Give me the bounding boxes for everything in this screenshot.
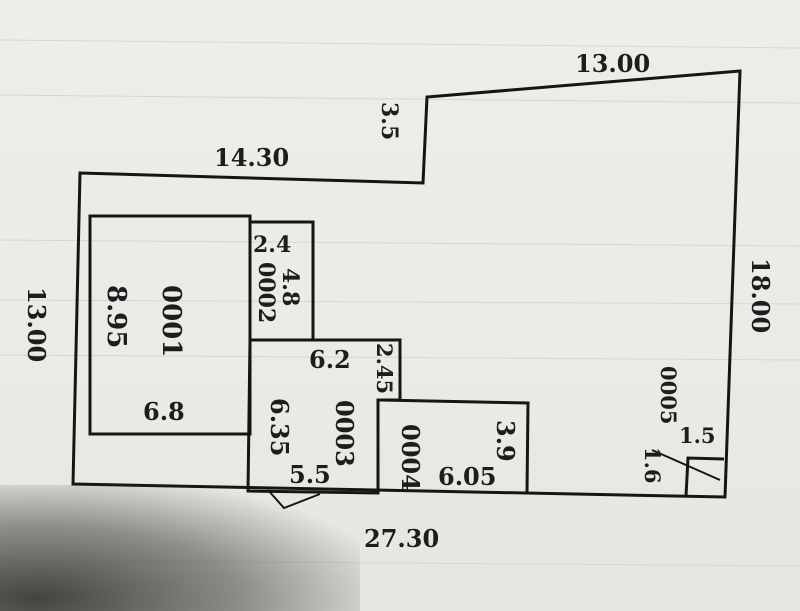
dim-top-left: 14.30: [214, 143, 289, 172]
room-0001-width: 6.8: [143, 397, 185, 426]
room-0001-area: 8.95: [101, 285, 131, 348]
room-0001-id: 0001: [156, 285, 186, 357]
outer-boundary: [71, 69, 742, 499]
room-0004-area: 6.05: [438, 462, 496, 491]
room-0002-area: 4.8: [277, 268, 303, 306]
dim-top-right: 13.00: [575, 49, 650, 78]
room-0002-id: 0002: [253, 262, 279, 323]
dim-right: 18.00: [746, 258, 775, 333]
room-0005-width: 1.5: [679, 423, 716, 448]
room-0005-pointer: [651, 449, 721, 481]
room-0003-width: 6.2: [309, 345, 351, 374]
room-0003-width-b: 2.45: [372, 343, 397, 394]
room-0003-length: 5.5: [289, 460, 331, 489]
room-0005-id: 0005: [656, 366, 681, 424]
room-0004-outline: [377, 398, 530, 494]
dim-bottom: 27.30: [364, 524, 439, 553]
room-0005-area: 1.6: [640, 447, 665, 484]
dim-step: 3.5: [376, 102, 402, 140]
room-0004-width: 3.9: [491, 420, 520, 462]
room-0003-area: 6.35: [265, 398, 294, 456]
room-0003-id: 0003: [330, 400, 359, 467]
dim-left: 13.00: [22, 287, 51, 362]
room-0004-id: 0004: [396, 424, 425, 491]
room-0002-width: 2.4: [253, 232, 291, 258]
room-0005-outline: [684, 456, 725, 497]
